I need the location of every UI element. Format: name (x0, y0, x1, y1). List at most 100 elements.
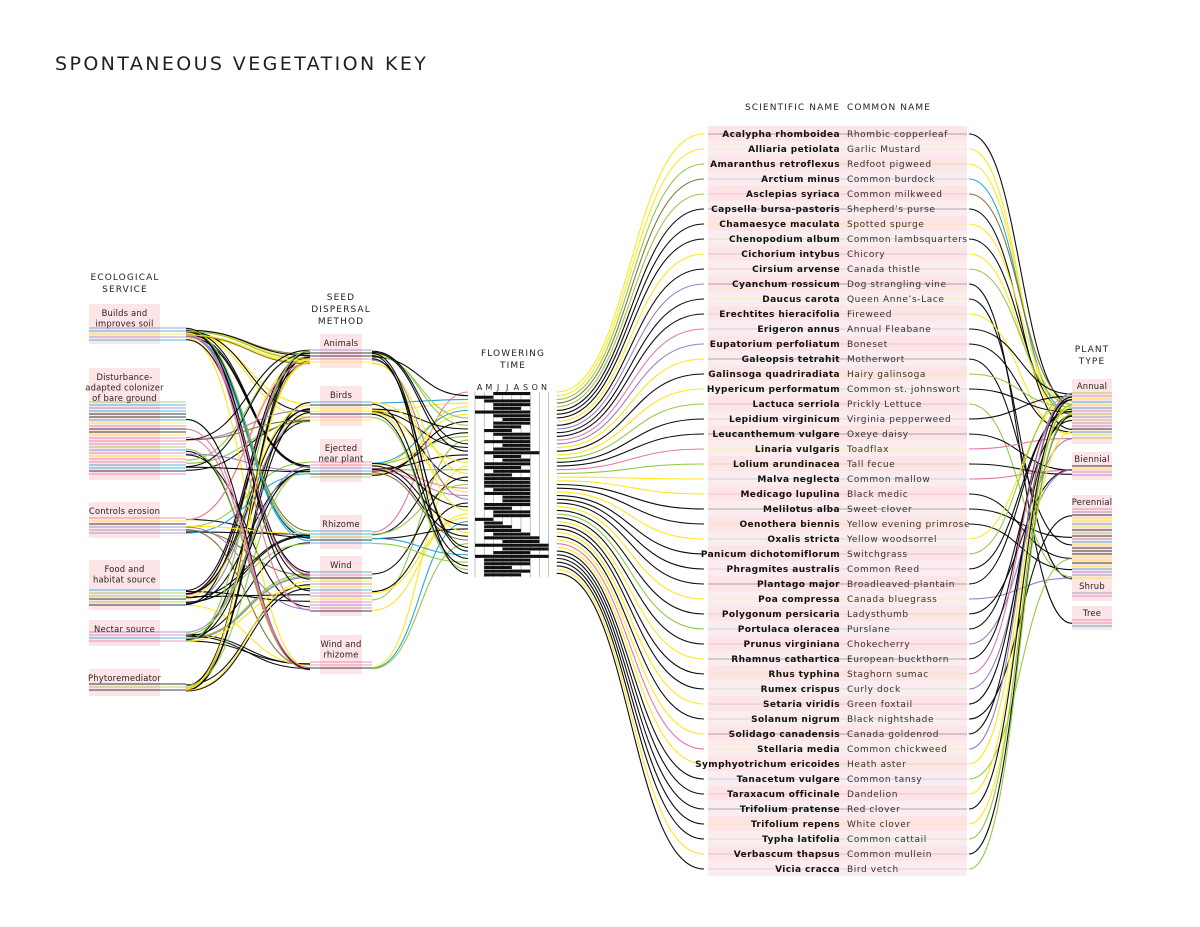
scientific-name: Acalypha rhomboidea (722, 130, 840, 140)
flower-to-plant-link (556, 433, 705, 467)
common-name: Motherwort (847, 355, 905, 365)
dispersal-to-flower-link (371, 468, 469, 489)
scientific-name: Chenopodium album (729, 235, 840, 245)
bloom-bar (484, 466, 521, 470)
scientific-name: Galeopsis tetrahit (742, 355, 841, 365)
seed-dispersal-header-line-3: METHOD (318, 317, 364, 327)
flower-to-plant-link (556, 546, 705, 765)
bloom-bar (475, 395, 494, 399)
plant-to-type-link (968, 419, 1073, 630)
scientific-name: Oenothera biennis (740, 520, 841, 530)
dispersal-to-flower-link (371, 502, 469, 593)
service-to-dispersal-link (185, 468, 311, 641)
bloom-bar (484, 525, 512, 529)
bloom-bar (484, 573, 521, 577)
bloom-bar (484, 562, 531, 566)
plant-to-type-link (968, 558, 1073, 780)
scientific-name: Plantago major (757, 580, 840, 590)
plant-to-type-link (968, 437, 1073, 450)
service-to-dispersal-link (185, 594, 311, 598)
plant-to-type-link (968, 433, 1073, 471)
dispersal-to-flower-link (371, 351, 469, 452)
bloom-bar (493, 454, 521, 458)
plant-to-type-link (968, 523, 1073, 571)
flower-to-plant-link (556, 373, 705, 452)
scientific-name: Linaria vulgaris (755, 445, 840, 455)
bloom-bar (502, 443, 531, 447)
ecological-service-header: ECOLOGICAL SERVICE (91, 273, 159, 295)
service-to-dispersal-link (185, 362, 311, 689)
common-name: Curly dock (847, 685, 901, 695)
common-name: Common burdock (847, 175, 935, 185)
common-name: Dandelion (847, 790, 898, 800)
plant-to-type-link (968, 415, 1073, 855)
flowering-time-header-line-1: FLOWERING (481, 349, 545, 359)
bloom-bar (502, 540, 540, 544)
bloom-bar (484, 477, 531, 481)
flower-to-plant-link (556, 283, 705, 430)
common-name: Canada thistle (847, 265, 921, 275)
bloom-bar (484, 528, 521, 532)
plant-row-bg (708, 591, 967, 606)
service-to-dispersal-link (185, 419, 311, 441)
flower-to-plant-link (556, 565, 705, 840)
scientific-name: Galinsoga quadriradiata (708, 370, 840, 380)
common-name: Sweet clover (847, 505, 912, 515)
scientific-name: Lepidium virginicum (729, 415, 840, 425)
dispersal-to-flower-link (371, 465, 469, 668)
bloom-bar (475, 517, 494, 521)
bloom-bar (502, 495, 531, 499)
common-name: Common tansy (847, 775, 922, 785)
scientific-name: Taraxacum officinale (727, 790, 840, 800)
bloom-bar (493, 510, 531, 514)
plant-row-bg (708, 231, 967, 246)
plant-row-bg (708, 696, 967, 711)
common-name: Shepherd’s purse (847, 205, 936, 215)
flower-to-plant-link (556, 328, 705, 441)
scientific-name: Medicago lupulina (740, 490, 840, 500)
common-name: Boneset (847, 340, 888, 350)
service-to-dispersal-link (185, 542, 311, 637)
plant-row-bg (708, 201, 967, 216)
plant-row-bg (708, 441, 967, 456)
service-to-dispersal-link (185, 333, 311, 611)
flower-to-plant-link (556, 535, 705, 720)
plant-to-type-link (968, 404, 1073, 840)
service-to-dispersal-link (185, 580, 311, 691)
plant-to-type-link (968, 133, 1073, 406)
ecological-service-label: Food and (104, 564, 144, 574)
flower-to-plant-link (556, 557, 705, 810)
common-name: Fireweed (847, 310, 892, 320)
bloom-bar (484, 491, 531, 495)
plant-row-bg (708, 126, 967, 141)
flower-to-plant-link (556, 403, 705, 460)
service-to-dispersal-link (185, 333, 311, 418)
seed-dispersal-header: SEED DISPERSAL METHOD (311, 293, 370, 327)
ecological-service-box (89, 502, 160, 538)
flower-to-plant-link (556, 550, 705, 780)
dispersal-to-flower-link (371, 403, 469, 560)
flower-to-plant-link (556, 358, 705, 449)
bloom-bar (484, 484, 531, 488)
flower-to-plant-link (556, 238, 705, 419)
plant-row-bg (708, 306, 967, 321)
scientific-name: Solanum nigrum (751, 715, 840, 725)
scientific-name: Melilotus alba (763, 505, 840, 515)
dispersal-method-label: Animals (324, 338, 359, 348)
common-name: Toadflax (846, 445, 889, 455)
dispersal-to-flower-link (371, 359, 469, 500)
dispersal-method-label: rhizome (323, 650, 358, 660)
dispersal-to-flower-link (371, 421, 469, 476)
common-name: Spotted spurge (847, 220, 924, 230)
service-to-dispersal-link (185, 329, 311, 536)
scientific-name: Cirsium arvense (752, 265, 840, 275)
diagram-title: SPONTANEOUS VEGETATION KEY (55, 53, 428, 75)
common-name: European buckthorn (847, 655, 949, 665)
common-name: Redfoot pigweed (847, 160, 932, 170)
common-name: Ladysthumb (847, 610, 909, 620)
plant-row-bg (708, 141, 967, 156)
scientific-name: Hypericum performatum (707, 385, 840, 395)
